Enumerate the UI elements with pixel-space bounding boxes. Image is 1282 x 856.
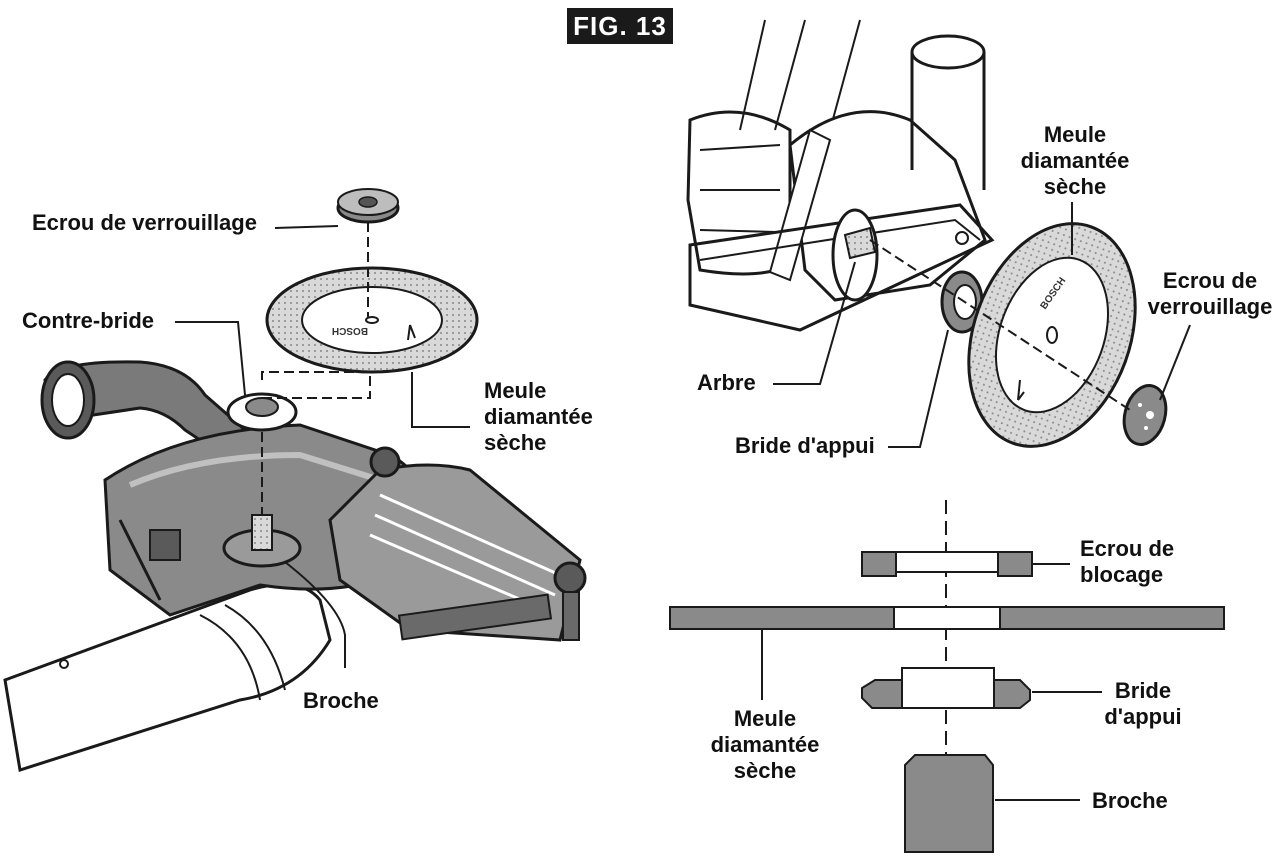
label-left-wheel-line-3: sèche	[484, 430, 547, 455]
label-section-lock-nut-line-1: Ecrou de	[1080, 536, 1175, 561]
label-right-wheel-line-1: Meule	[1043, 122, 1107, 147]
arbor-shaft	[843, 226, 877, 260]
label-section-wheel-line-2: diamantée	[710, 732, 820, 757]
right-lock-nut	[1122, 384, 1168, 446]
leader-right-lock-nut	[1159, 324, 1191, 401]
right-saw-assembly: BOSCH	[686, 19, 1191, 448]
leader-counter-flange	[175, 321, 246, 396]
label-arbor: Arbre	[697, 370, 756, 395]
leader-left-wheel	[411, 372, 470, 428]
saw-motor-housing	[686, 110, 792, 276]
left-lock-nut	[336, 188, 400, 224]
label-left-wheel-line-1: Meule	[484, 378, 547, 403]
label-left-spindle: Broche	[303, 688, 379, 713]
left-blade-brand: BOSCH	[332, 325, 368, 336]
left-diamond-blade: BOSCH	[265, 266, 479, 374]
label-left-wheel: Meule diamantée sèche	[484, 378, 593, 456]
right-diamond-blade: BOSCH	[967, 222, 1137, 448]
leader-arbor	[773, 261, 856, 385]
label-right-lock-nut: Ecrou de verrouillage	[1140, 268, 1280, 320]
left-angle-grinder-assembly: BOSCH	[3, 188, 587, 772]
label-right-lock-nut-line-1: Ecrou de	[1162, 268, 1258, 293]
label-section-wheel: Meule diamantée sèche	[700, 706, 830, 784]
label-right-wheel-line-2: diamantée	[1020, 148, 1130, 173]
label-right-wheel: Meule diamantée sèche	[1020, 122, 1130, 200]
spindle-shaft	[251, 514, 273, 551]
label-section-wheel-line-3: sèche	[733, 758, 797, 783]
saw-base-plate	[688, 203, 995, 332]
label-section-lock-nut-line-2: blocage	[1080, 562, 1164, 587]
cross-section-diagram	[669, 500, 1225, 853]
label-counter-flange: Contre-bride	[22, 308, 154, 333]
label-backing-flange: Bride d'appui	[735, 433, 875, 458]
label-section-spindle: Broche	[1092, 788, 1168, 813]
label-section-backing-flange: Bride d'appui	[1098, 678, 1188, 730]
leader-left-spindle	[284, 561, 346, 668]
label-section-backing-flange-line-2: d'appui	[1104, 704, 1182, 729]
dust-port	[910, 34, 986, 70]
label-section-wheel-line-1: Meule	[733, 706, 797, 731]
label-right-lock-nut-line-2: verrouillage	[1147, 294, 1273, 319]
figure-title: FIG. 13	[567, 8, 673, 44]
label-right-wheel-line-3: sèche	[1043, 174, 1107, 199]
section-spindle	[904, 754, 994, 853]
leader-left-lock-nut	[274, 225, 339, 229]
leader-backing-flange	[888, 329, 949, 448]
label-left-lock-nut: Ecrou de verrouillage	[32, 210, 257, 235]
label-section-lock-nut: Ecrou de blocage	[1080, 536, 1174, 588]
label-section-backing-flange-line-1: Bride	[1114, 678, 1172, 703]
label-left-wheel-line-2: diamantée	[484, 404, 593, 429]
